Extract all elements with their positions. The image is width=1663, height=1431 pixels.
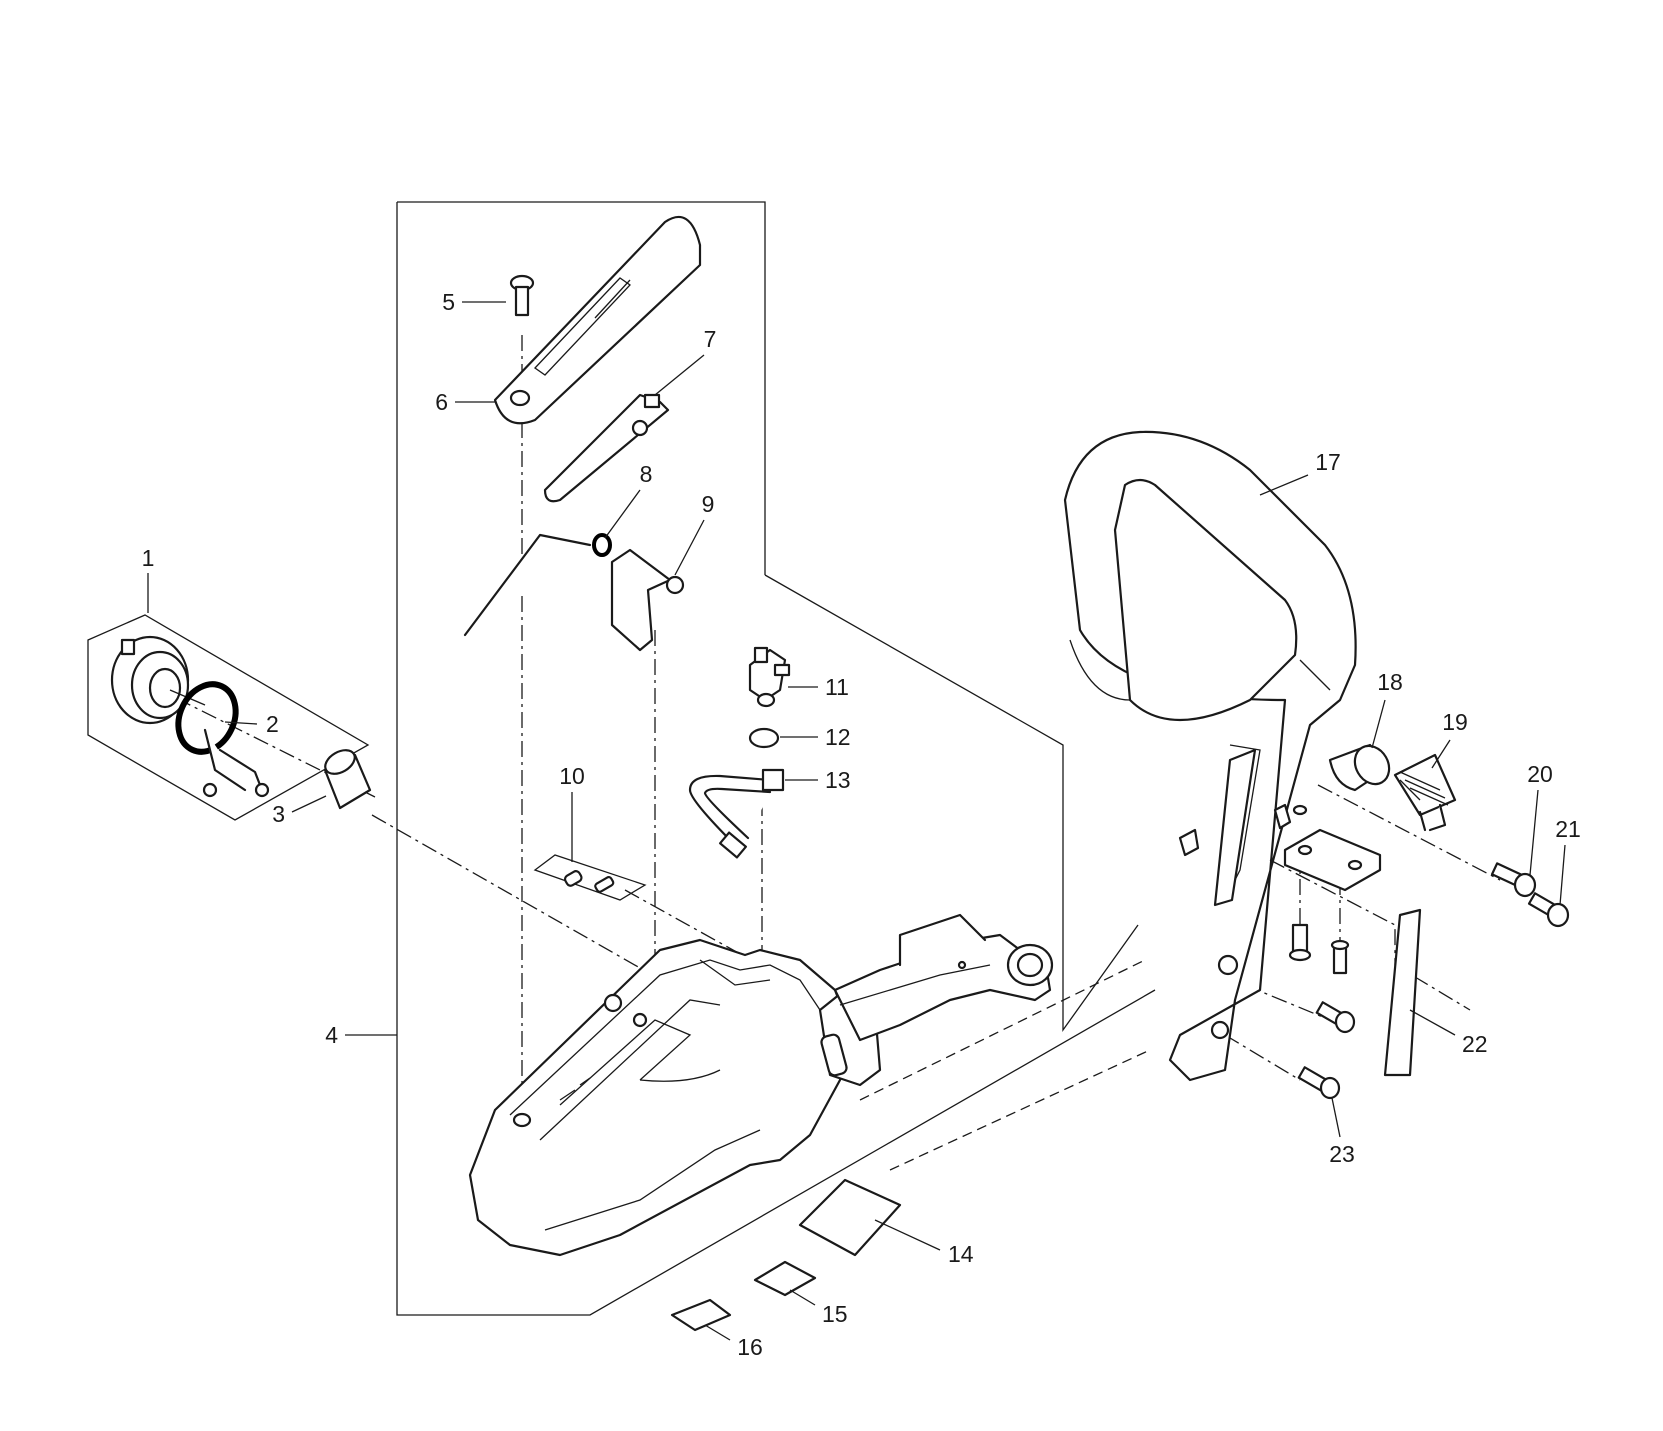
trigger-spring-wire [463, 533, 592, 637]
throttle-trigger [543, 393, 670, 503]
assembly-line-handle-2 [859, 959, 1146, 1101]
bushing-18 [1328, 743, 1391, 792]
callout-17: 17 [1315, 449, 1341, 475]
screw-5 [509, 274, 535, 317]
assembly-line-3 [371, 814, 641, 969]
fuel-hose [688, 768, 785, 859]
spring-19 [1393, 753, 1457, 832]
callout-9: 9 [702, 491, 715, 517]
callout-3: 3 [272, 801, 285, 827]
callout-23: 23 [1329, 1141, 1355, 1167]
callout-6: 6 [435, 389, 448, 415]
callout-11: 11 [825, 674, 849, 700]
callout-14: 14 [948, 1241, 974, 1267]
callout-21: 21 [1555, 816, 1581, 842]
leader-8 [604, 489, 641, 539]
kit-10-frame [533, 854, 647, 901]
bolt-21 [1527, 892, 1570, 928]
strap-end-b [254, 782, 270, 798]
callout-1: 1 [142, 545, 155, 571]
callout-13: 13 [825, 767, 851, 793]
assembly-line-22 [1269, 859, 1471, 1011]
bolt-23 [1297, 1066, 1341, 1100]
handle-cover [493, 215, 702, 425]
o-ring-12 [748, 727, 780, 749]
fuel-filter [323, 749, 376, 810]
leader-23 [1331, 1097, 1341, 1138]
fuel-cap [110, 635, 206, 725]
leader-2 [224, 721, 258, 725]
callout-18: 18 [1377, 669, 1403, 695]
bracket-screw-a [1288, 923, 1312, 962]
valve-11 [748, 646, 791, 708]
leader-16 [704, 1324, 731, 1341]
pad-16 [670, 1298, 732, 1332]
bolt-20 [1490, 862, 1537, 898]
front-handle-bar [1063, 430, 1357, 1082]
leader-15 [789, 1289, 816, 1306]
callout-20: 20 [1527, 761, 1553, 787]
callout-19: 19 [1442, 709, 1468, 735]
throttle-lockout [610, 548, 685, 652]
callout-10: 10 [559, 763, 585, 789]
leader-9 [674, 519, 705, 576]
leader-20 [1529, 789, 1539, 876]
leader-21 [1559, 844, 1566, 906]
bracket-screw-b [1330, 939, 1350, 975]
callout-16: 16 [737, 1334, 763, 1360]
assembly-line-20 [1317, 784, 1501, 881]
rear-handle-housing [468, 913, 1054, 1257]
handle-mount-bracket [1273, 803, 1382, 892]
callout-15: 15 [822, 1301, 848, 1327]
leader-3 [291, 795, 327, 813]
parts-kit-10 [563, 870, 615, 893]
callout-4: 4 [325, 1022, 338, 1048]
callout-2: 2 [266, 711, 279, 737]
leader-7 [654, 354, 705, 396]
leader-19 [1431, 739, 1451, 769]
leader-14 [874, 1219, 941, 1251]
leader-17 [1259, 474, 1309, 496]
strip-22 [1383, 908, 1422, 1077]
fuel-cap-o-ring [175, 681, 239, 755]
fuel-cap-strap [203, 728, 262, 792]
leader-22 [1409, 1009, 1456, 1036]
pad-14 [798, 1178, 902, 1257]
callout-5: 5 [442, 289, 455, 315]
assembly-4-frame [396, 201, 1156, 1316]
callout-12: 12 [825, 724, 851, 750]
callout-8: 8 [640, 461, 653, 487]
callout-22: 22 [1462, 1031, 1488, 1057]
trigger-spring-coil [592, 533, 612, 557]
strap-end-a [202, 782, 218, 798]
kit-1-frame [87, 614, 370, 821]
bolt-handle-upper [1315, 1001, 1356, 1034]
assembly-line-23 [1224, 1034, 1301, 1081]
leader-18 [1371, 699, 1386, 749]
callout-7: 7 [704, 326, 717, 352]
pad-15 [753, 1260, 817, 1297]
